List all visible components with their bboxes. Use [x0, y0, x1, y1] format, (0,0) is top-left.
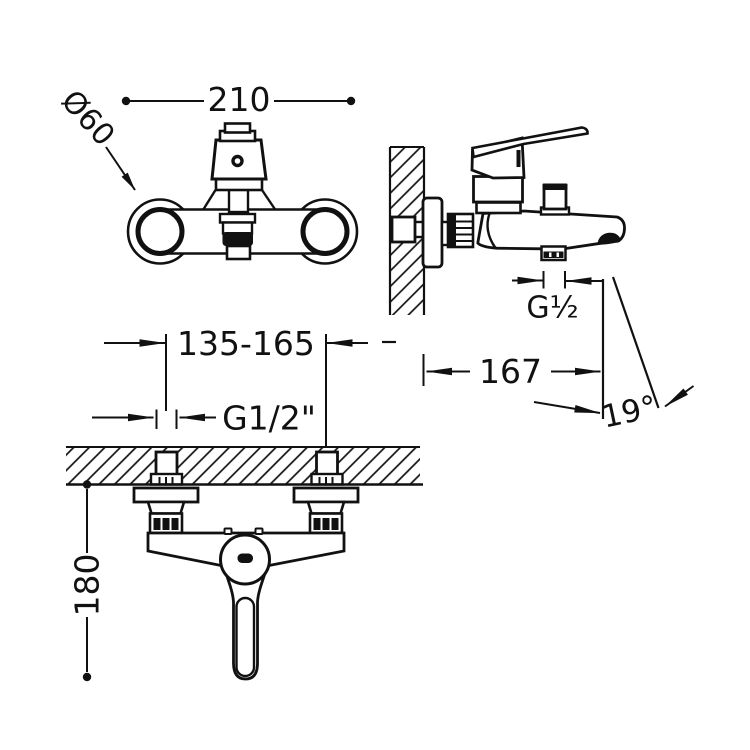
escutcheon-diameter-label: Ø60: [54, 84, 121, 153]
cartridge-screw: [231, 154, 244, 168]
front-width-dimension: 210: [121, 80, 356, 119]
cartridge-cap: [223, 122, 252, 134]
outlet-thread-label: G½: [526, 291, 578, 326]
spout-mouth: [597, 232, 621, 245]
inlet-centres-dimension: 135-165: [104, 324, 368, 447]
faucet-side-drawing: [421, 126, 626, 269]
lever-handle-bottom: [223, 570, 268, 681]
cartridge-housing-side: [472, 175, 524, 204]
left-body-end: [135, 207, 185, 256]
inlet-thread-label: G1/2": [222, 399, 316, 438]
wall-section-side: [382, 146, 429, 344]
dimension-dot: [121, 96, 131, 106]
outlet-thread-dimension: G½: [512, 271, 603, 326]
outlet-opening: [222, 232, 253, 246]
front-view: 210 Ø60: [54, 80, 359, 265]
dimension-dot: [82, 672, 92, 682]
dimension-dot: [82, 480, 92, 489]
faucet-bottom-drawing: [132, 486, 360, 681]
spout-outlet-front: [221, 221, 254, 235]
in-wall-supply-fitting: [390, 215, 417, 244]
spout-body-side: [476, 209, 626, 251]
wall-section-bottom: [66, 446, 423, 486]
spout-angle-label: 19°: [599, 389, 660, 436]
right-escutcheon-edge: [292, 486, 360, 504]
depth-label: 167: [479, 352, 542, 391]
height-dimension: 180: [68, 480, 107, 682]
side-view: G½ 167 19°: [382, 126, 695, 436]
diverter-knob: [542, 187, 568, 211]
escutcheon-side: [421, 196, 444, 269]
bottom-view: 135-165 G1/2" 180: [66, 324, 423, 682]
dimension-dot: [346, 96, 356, 106]
depth-dimension: 167: [422, 352, 601, 391]
lever-handle-side: [471, 126, 589, 159]
inlet-thread-dimension: G1/2": [92, 399, 316, 438]
inlet-centres-label: 135-165: [177, 324, 315, 363]
cartridge-neck: [227, 186, 250, 214]
left-escutcheon-edge: [132, 486, 200, 504]
right-body-end: [300, 207, 350, 256]
wall-hatching: [66, 447, 420, 484]
leader-arrow: [105, 146, 136, 191]
angled-reference-line: [611, 276, 660, 409]
faucet-front-drawing: [126, 122, 359, 265]
overall-width-label: 210: [208, 80, 271, 119]
height-label: 180: [68, 554, 107, 617]
